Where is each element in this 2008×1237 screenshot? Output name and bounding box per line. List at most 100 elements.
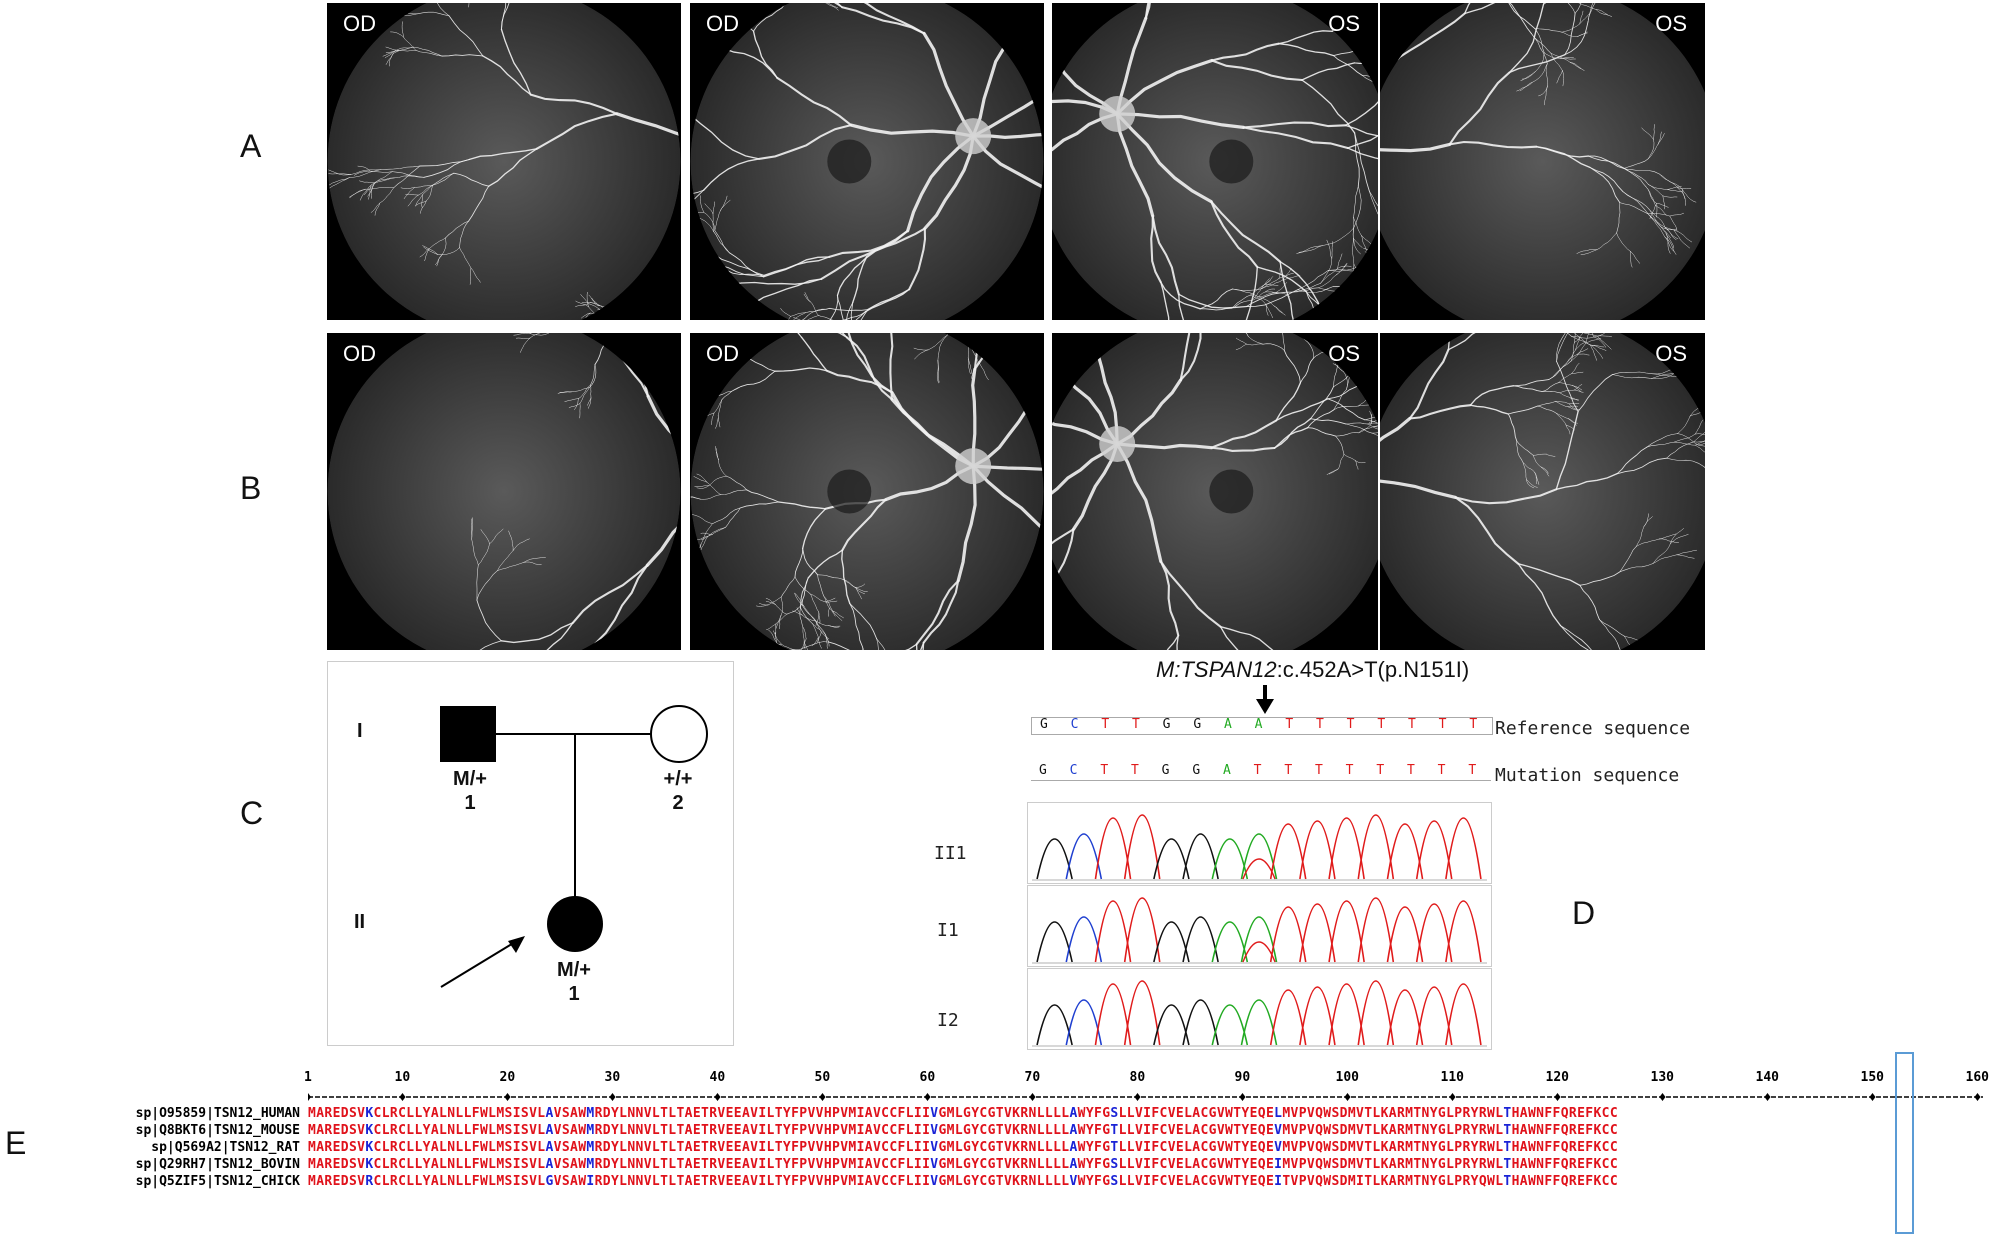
- ruler-tick: [1029, 1093, 1036, 1101]
- ruler-tick: [609, 1093, 616, 1101]
- trace-peak: [1299, 903, 1336, 963]
- trace-peak: [1445, 900, 1482, 963]
- sequence-base: T: [1468, 763, 1477, 778]
- fundus-row-b-image-1: OD: [327, 333, 681, 650]
- ruler-tick-label: 130: [1650, 1070, 1674, 1085]
- ruler-tick: [399, 1093, 406, 1101]
- sequence-base: C: [1069, 763, 1078, 778]
- trace-peak: [1328, 817, 1365, 880]
- chromatogram-i1: [1027, 885, 1492, 967]
- ruler-tick: [1344, 1093, 1351, 1101]
- sequence-base: T: [1131, 763, 1139, 778]
- ruler-tick-label: 60: [919, 1070, 936, 1085]
- sample-label-i1: I1: [937, 920, 959, 941]
- sample-label-ii1: II1: [934, 843, 967, 864]
- trace-peak: [1445, 983, 1482, 1046]
- pedigree-father-symbol: [440, 706, 496, 762]
- ruler-tick-label: 1: [304, 1070, 312, 1085]
- sequence-base: T: [1438, 717, 1447, 732]
- trace-peak: [1386, 906, 1424, 963]
- trace-peak: [1123, 897, 1161, 963]
- fundus-vessels: [1380, 333, 1705, 650]
- fundus-vessels: [327, 3, 681, 320]
- fundus-vessels: [1052, 333, 1378, 650]
- trace-peak: [1182, 833, 1219, 880]
- eye-label-od: OD: [706, 341, 739, 366]
- ruler-tick-label: 10: [394, 1070, 411, 1085]
- ruler-tick-label: 80: [1129, 1070, 1146, 1085]
- trace-peak: [1328, 983, 1365, 1046]
- trace-peak: [1357, 814, 1395, 880]
- trace-peak: [1094, 983, 1132, 1046]
- generation-label-i: I: [357, 720, 363, 742]
- trace-peak: [1153, 1004, 1190, 1046]
- trace-peak: [1211, 921, 1249, 963]
- fundus-row-b-image-2: OD: [690, 333, 1044, 650]
- fundus-row-b-image-3: OS: [1052, 333, 1378, 650]
- trace-peak: [1299, 820, 1336, 880]
- ruler-tick: [1764, 1093, 1771, 1101]
- fundus-vessels: [690, 3, 1044, 320]
- trace-peak: [1182, 916, 1219, 963]
- trace-peak: [1211, 838, 1249, 880]
- ruler-tick: [1869, 1093, 1876, 1101]
- panel-label-b: B: [240, 470, 262, 506]
- sequence-base: T: [1253, 763, 1262, 778]
- ruler-tick: [504, 1093, 511, 1101]
- ruler-tick-label: 160: [1965, 1070, 1989, 1085]
- pedigree-chart: I II M/+ 1 +/+ 2 M/+ 1: [327, 661, 734, 1046]
- ruler-tick: [1449, 1093, 1456, 1101]
- child-number: 1: [568, 983, 580, 1005]
- trace-peak: [1240, 916, 1278, 963]
- ruler-tick-label: 120: [1545, 1070, 1569, 1085]
- ruler-tick-label: 30: [604, 1070, 621, 1085]
- alignment-row-label: sp|Q569A2|TSN12_RAT: [151, 1140, 300, 1155]
- sample-label-i2: I2: [937, 1010, 959, 1031]
- trace-peak: [1153, 921, 1190, 963]
- pedigree-lines: [440, 705, 708, 988]
- father-number: 1: [464, 792, 476, 814]
- eye-label-os: OS: [1328, 341, 1360, 366]
- ruler-tick-label: 110: [1440, 1070, 1464, 1085]
- ruler-tick-label: 70: [1024, 1070, 1041, 1085]
- trace-peak: [1269, 823, 1307, 880]
- ruler-tick-label: 40: [709, 1070, 726, 1085]
- trace-peak: [1211, 1004, 1249, 1046]
- ruler-tick: [308, 1093, 311, 1101]
- ruler-tick-label: 150: [1860, 1070, 1884, 1085]
- ruler-tick-label: 20: [499, 1070, 516, 1085]
- fundus-row-b-image-4: OS: [1380, 333, 1705, 650]
- trace-peak: [1182, 999, 1219, 1046]
- sequence-base: G: [1040, 717, 1048, 732]
- sequence-base: T: [1100, 763, 1109, 778]
- sequence-base: T: [1316, 717, 1324, 732]
- sequence-base: T: [1469, 717, 1478, 732]
- sequence-base: G: [1192, 763, 1201, 778]
- ruler-tick: [1239, 1093, 1246, 1101]
- fundus-row-a-image-3: OS: [1052, 3, 1378, 320]
- pedigree-child-symbol: [547, 896, 603, 952]
- sequence-base: G: [1193, 717, 1202, 732]
- chromatogram-ii1: [1027, 802, 1492, 884]
- sequence-base: T: [1101, 717, 1110, 732]
- trace-peak: [1386, 823, 1424, 880]
- trace-peak: [1036, 1004, 1073, 1046]
- trace-peak: [1123, 814, 1161, 880]
- mutation-sequence-label: Mutation sequence: [1495, 765, 1680, 786]
- eye-label-os: OS: [1655, 341, 1687, 366]
- sequence-base: T: [1132, 717, 1140, 732]
- trace-peak: [1357, 897, 1395, 963]
- alignment-row-label: sp|Q5ZIF5|TSN12_CHICK: [135, 1174, 300, 1189]
- mother-genotype: +/+: [663, 768, 693, 790]
- fundus-vessels: [1052, 3, 1378, 320]
- ruler-tick-label: 50: [814, 1070, 831, 1085]
- eye-label-od: OD: [343, 11, 376, 36]
- fundus-row-a-image-2: OD: [690, 3, 1044, 320]
- trace-peak: [1445, 817, 1482, 880]
- eye-label-od: OD: [706, 11, 739, 36]
- fundus-row-a-image-1: OD: [327, 3, 681, 320]
- sequence-base: T: [1377, 717, 1386, 732]
- ruler-tick: [1554, 1093, 1561, 1101]
